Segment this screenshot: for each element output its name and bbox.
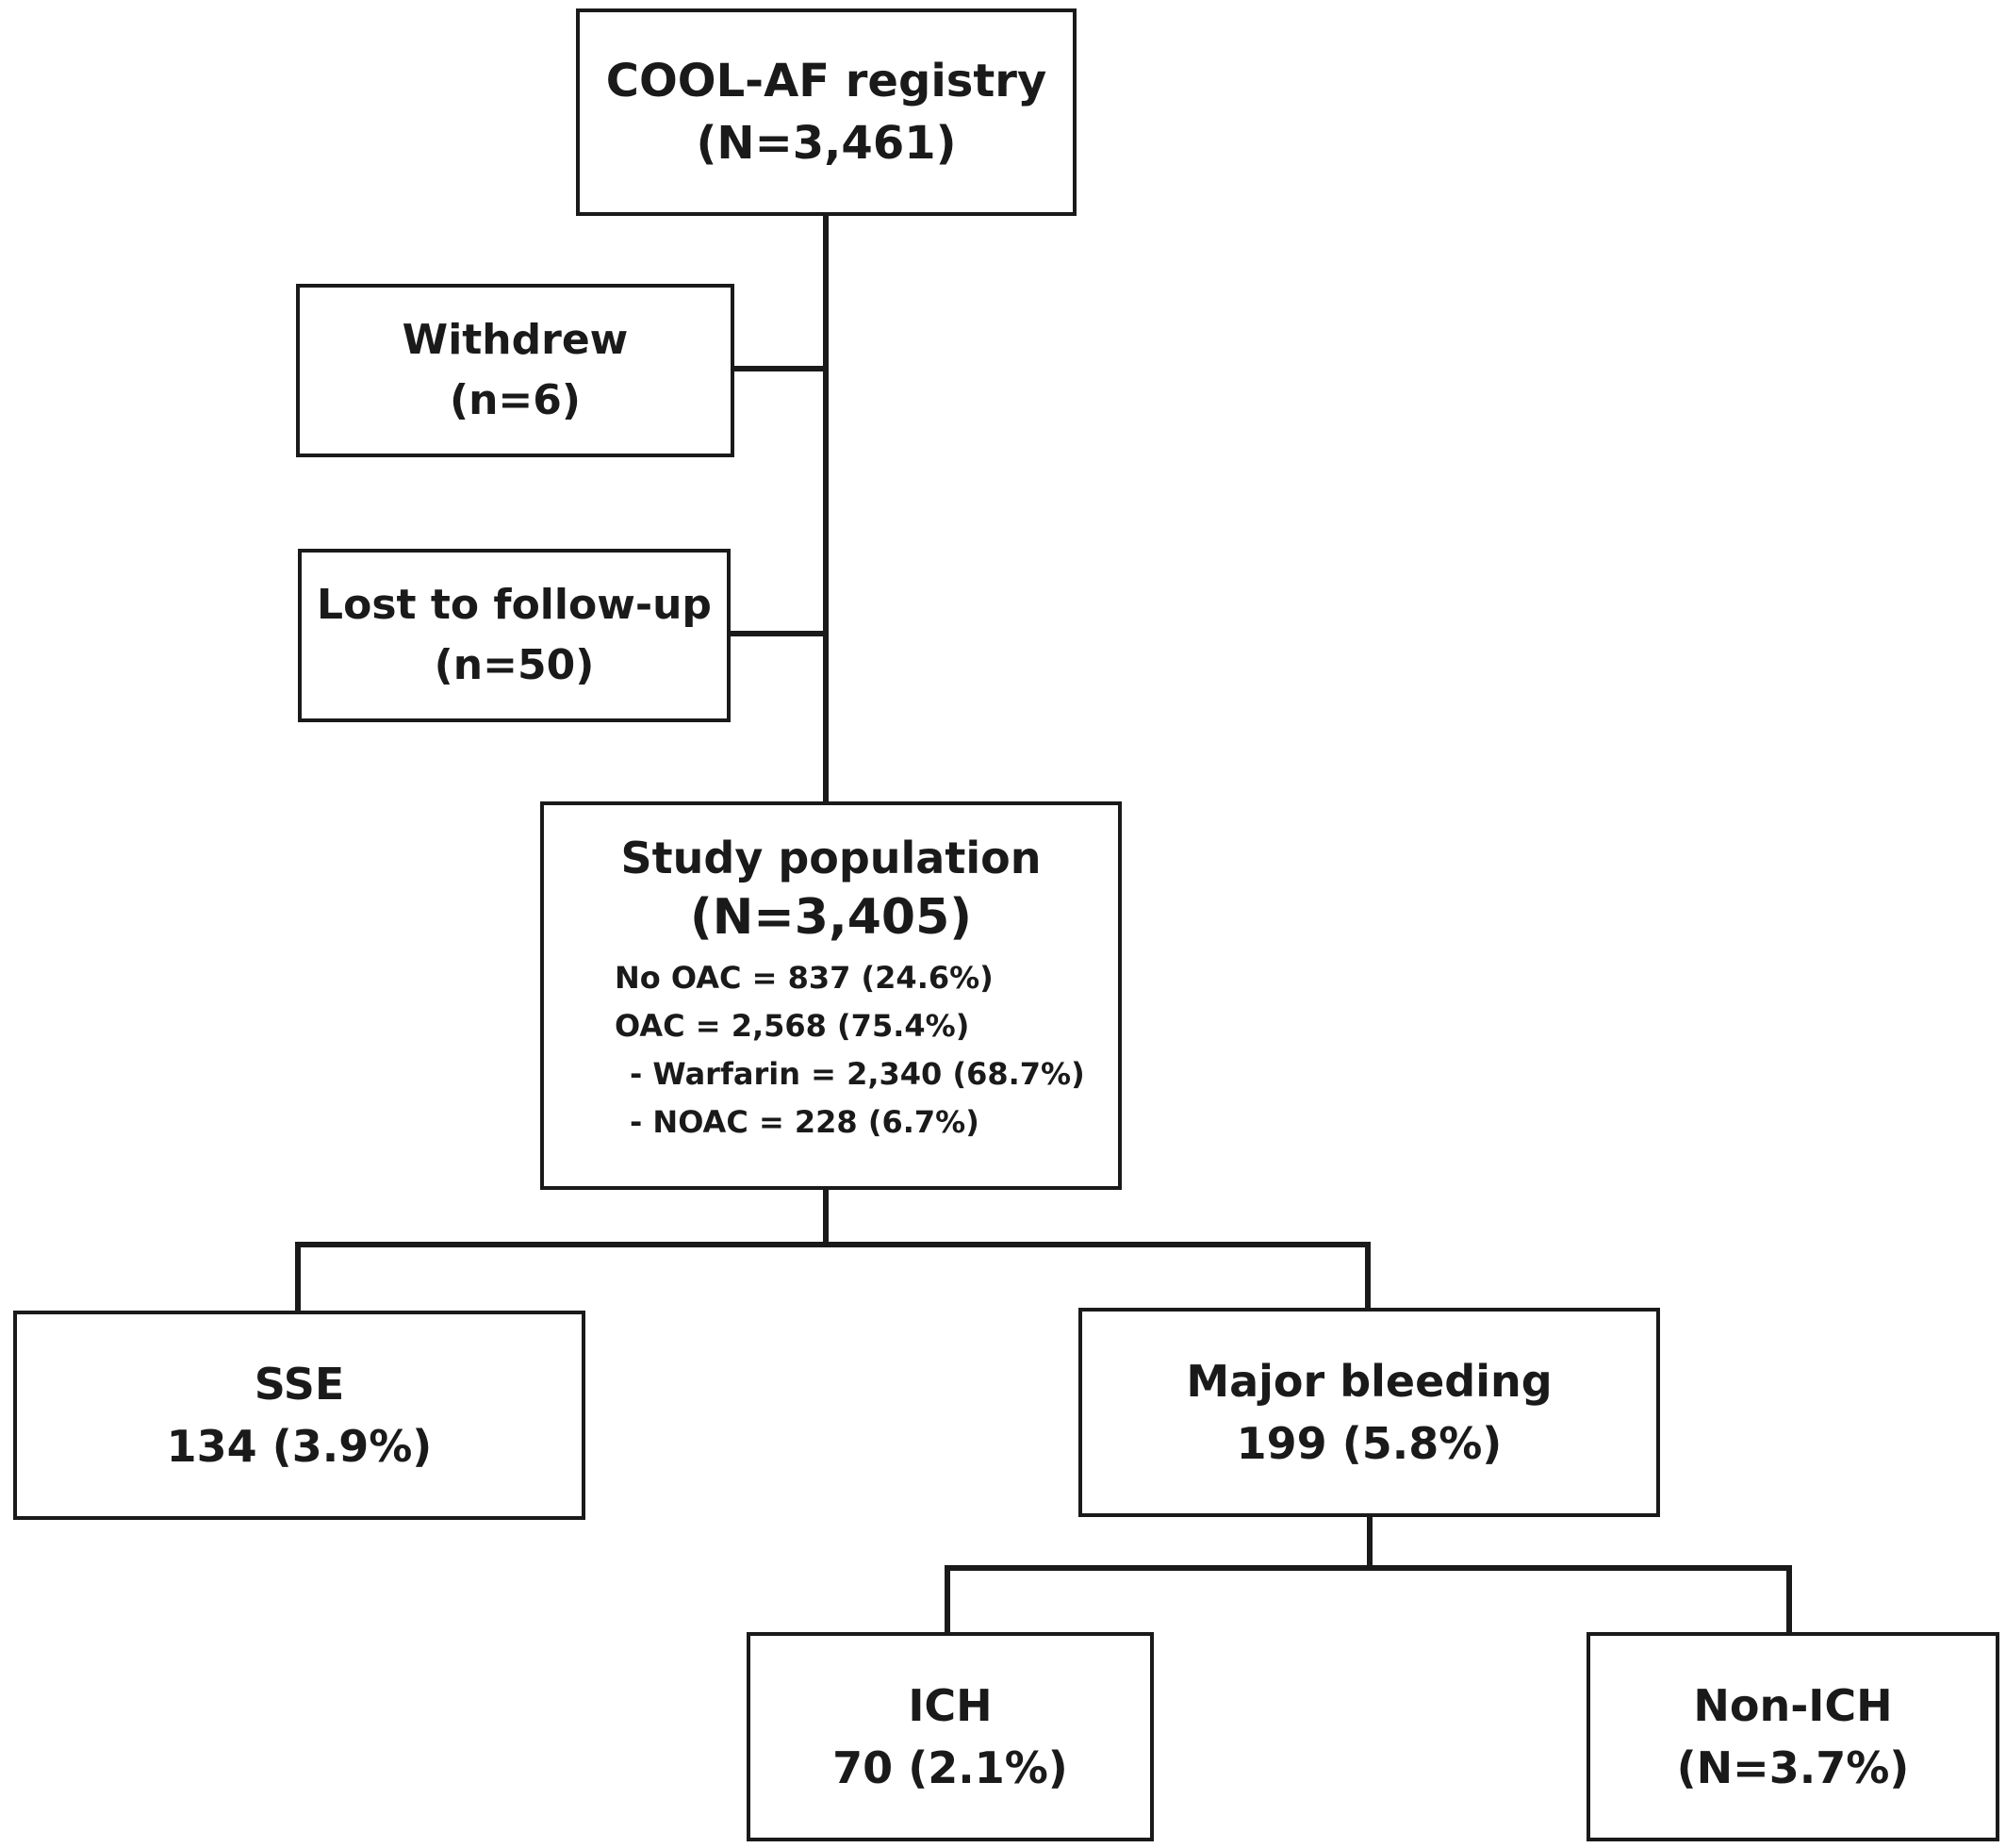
sse-title: SSE — [254, 1359, 345, 1410]
ich-count: 70 (2.1%) — [832, 1742, 1068, 1793]
ich-title: ICH — [908, 1680, 993, 1731]
lost-to-follow-up-box: Lost to follow-up (n=50) — [298, 549, 731, 722]
major-bleeding-box: Major bleeding 199 (5.8%) — [1078, 1308, 1660, 1517]
lost-count: (n=50) — [434, 641, 595, 689]
sse-box: SSE 134 (3.9%) — [13, 1311, 585, 1520]
nonich-title: Non-ICH — [1693, 1680, 1893, 1731]
major-count: 199 (5.8%) — [1236, 1418, 1503, 1469]
registry-title: COOL-AF registry — [605, 55, 1047, 107]
non-ich-box: Non-ICH (N=3.7%) — [1587, 1632, 1999, 1841]
lost-title: Lost to follow-up — [317, 581, 712, 629]
warfarin-line: - Warfarin = 2,340 (68.7%) — [630, 1056, 1085, 1092]
study-population-box: Study population (N=3,405) No OAC = 837 … — [540, 801, 1122, 1190]
sse-count: 134 (3.9%) — [166, 1421, 433, 1472]
no-oac-line: No OAC = 837 (24.6%) — [615, 960, 994, 996]
withdrew-box: Withdrew (n=6) — [296, 284, 734, 457]
ich-box: ICH 70 (2.1%) — [747, 1632, 1154, 1841]
withdrew-title: Withdrew — [402, 316, 629, 364]
study-count: (N=3,405) — [689, 889, 973, 946]
oac-line: OAC = 2,568 (75.4%) — [615, 1008, 970, 1044]
registry-box: COOL-AF registry (N=3,461) — [576, 8, 1077, 216]
major-title: Major bleeding — [1186, 1356, 1553, 1407]
study-breakdown: No OAC = 837 (24.6%) OAC = 2,568 (75.4%)… — [615, 954, 1085, 1147]
noac-line: - NOAC = 228 (6.7%) — [630, 1104, 979, 1140]
registry-count: (N=3,461) — [696, 117, 957, 170]
nonich-count: (N=3.7%) — [1676, 1742, 1910, 1793]
withdrew-count: (n=6) — [449, 376, 582, 424]
study-title: Study population — [620, 833, 1042, 883]
